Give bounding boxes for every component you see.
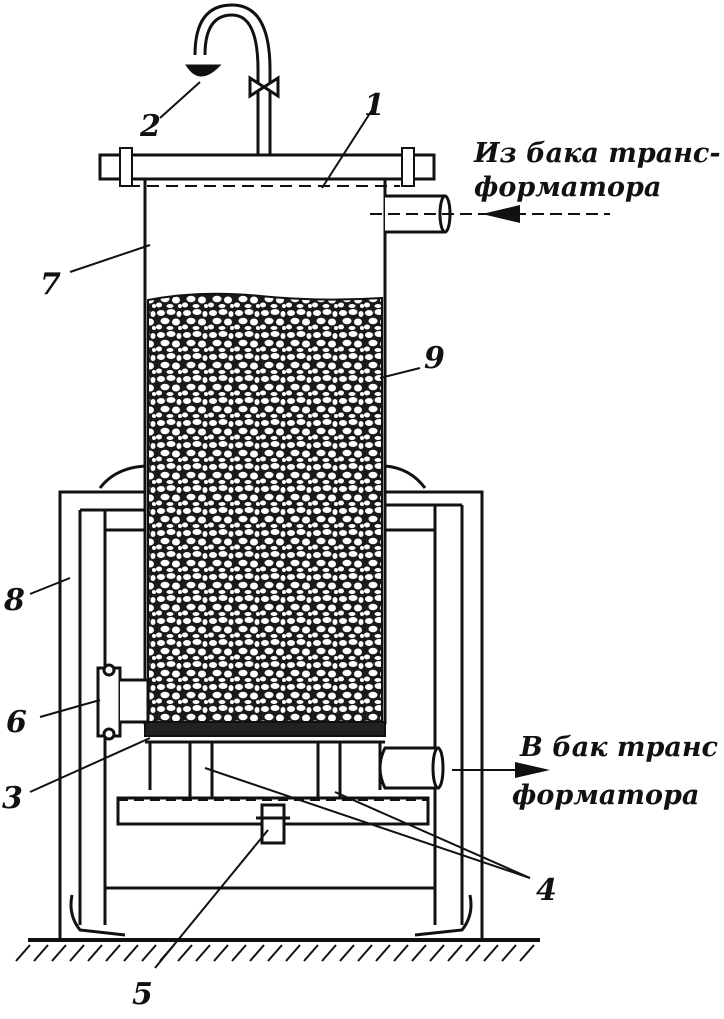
silica-gel-fill (147, 292, 383, 723)
support-frame (58, 464, 484, 942)
outlet-caption-line1: В бак транс (519, 732, 718, 763)
ground (15, 938, 540, 962)
leader-5 (154, 829, 269, 969)
callout-4: 4 (536, 873, 557, 908)
leader-4b (334, 791, 531, 879)
leader-8 (29, 577, 71, 595)
callout-7: 7 (40, 267, 61, 302)
callout-9: 9 (424, 341, 445, 376)
inlet-caption-line2: форматора (474, 172, 661, 203)
leader-7 (69, 244, 151, 273)
leader-2 (159, 81, 201, 119)
callout-3: 3 (2, 781, 23, 816)
callout-8: 8 (3, 583, 25, 618)
leader-lines (29, 81, 531, 969)
leader-4a (204, 767, 531, 879)
callout-1: 1 (364, 88, 385, 123)
leader-3 (29, 737, 151, 793)
bottom-mesh (144, 721, 386, 744)
breather-pipe (185, 3, 272, 155)
leader-6 (39, 699, 101, 718)
callout-5: 5 (132, 977, 153, 1012)
inlet-caption-line1: Из бака транс- (473, 138, 721, 169)
flow-captions: Из бака транс- форматора В бак транс фор… (473, 138, 721, 811)
inlet-arrow (370, 205, 610, 223)
top-cover (98, 147, 436, 187)
outlet-arrow (452, 762, 550, 778)
drain-plug (256, 803, 290, 845)
outlet-pipe (378, 746, 445, 790)
leader-9 (379, 367, 421, 379)
side-flange (96, 663, 150, 741)
callout-labels: 1 2 7 9 8 6 3 4 5 (2, 88, 557, 1012)
valve (248, 75, 280, 99)
bottom-legs (148, 740, 382, 802)
callout-2: 2 (139, 109, 161, 144)
leader-1 (321, 109, 373, 189)
outlet-caption-line2: форматора (512, 780, 699, 811)
callout-6: 6 (6, 705, 27, 740)
